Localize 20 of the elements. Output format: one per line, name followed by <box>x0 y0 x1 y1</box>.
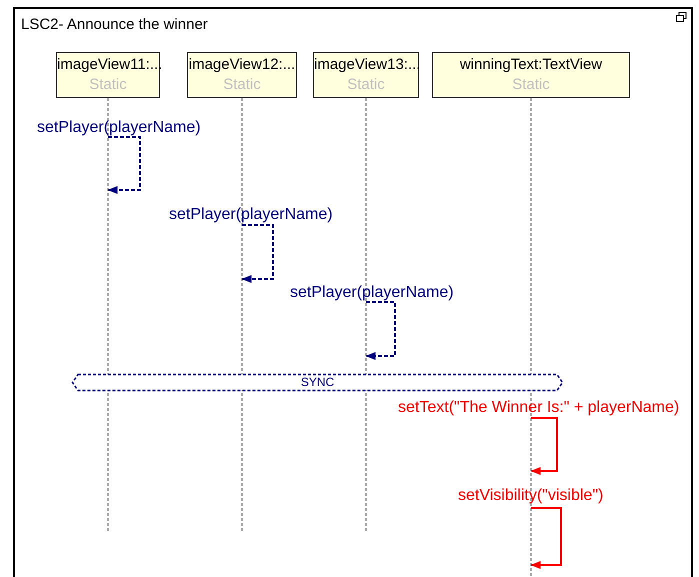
object-name: winningText:TextView <box>458 55 604 75</box>
message-label: setPlayer(playerName) <box>169 206 333 224</box>
sync-band <box>72 374 563 391</box>
message-label: setVisibility("visible") <box>458 487 604 505</box>
stereotype-text: Static <box>222 75 262 95</box>
self-message-arrow <box>530 417 558 475</box>
stereotype-text: Static <box>346 75 386 95</box>
self-message-arrow <box>530 507 562 569</box>
self-message-arrow <box>242 224 274 283</box>
message-label: setText("The Winner Is:" + playerName) <box>398 399 680 417</box>
self-message-arrow <box>108 136 141 194</box>
message-label: setPlayer(playerName) <box>37 119 201 137</box>
stereotype-text: Static <box>511 75 551 95</box>
object-name: imageView12:... <box>188 55 296 75</box>
sync-label: SYNC <box>300 374 334 391</box>
frame-title: LSC2- Announce the winner <box>21 16 208 33</box>
diagram-frame <box>13 7 693 577</box>
self-message-arrow <box>366 301 396 360</box>
message-label: setPlayer(playerName) <box>290 284 454 302</box>
stereotype-text: Static <box>88 75 128 95</box>
